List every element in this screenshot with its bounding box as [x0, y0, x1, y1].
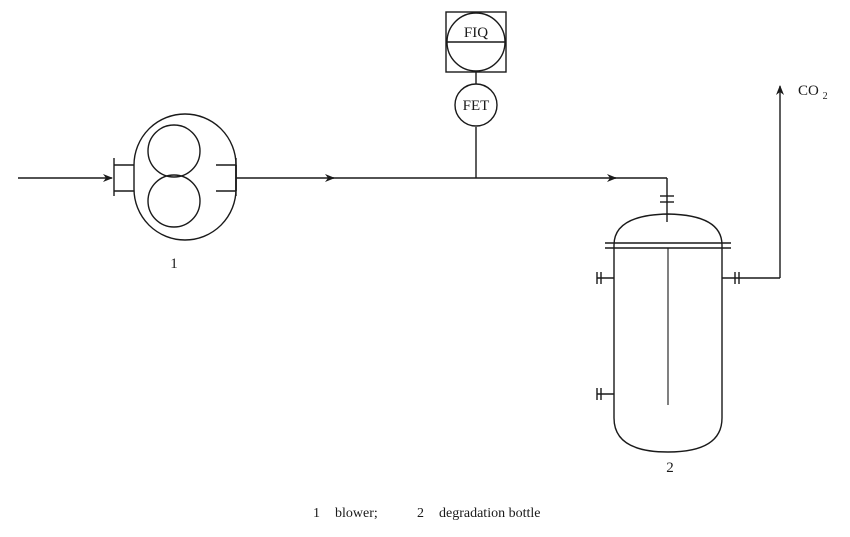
- caption-text-2: degradation bottle: [439, 506, 540, 521]
- caption-number-2: 2: [417, 506, 424, 521]
- bottle-vessel-outline: [613, 213, 723, 453]
- caption-number-1: 1: [313, 506, 320, 521]
- blower-rotor-lower: [147, 174, 201, 228]
- blower-number: 1: [170, 256, 178, 272]
- co2-outlet-label: CO 2: [798, 83, 828, 102]
- flow-instrumentation: FET FIQ: [445, 11, 507, 178]
- blower-outlet-flange: [216, 158, 237, 196]
- bottle-side-nozzle-upper: [596, 272, 614, 284]
- bottle-side-nozzle-lower: [596, 388, 614, 400]
- blower: 1: [113, 113, 237, 272]
- blower-rotor-upper: [147, 124, 201, 178]
- figure-caption: 1 blower; 2 degradation bottle: [313, 506, 540, 521]
- fiq-instrument-label: FIQ: [464, 25, 488, 41]
- blower-inlet-flange: [113, 158, 134, 196]
- co2-label-subscript: 2: [823, 91, 828, 102]
- svg-text:CO 2: CO 2: [798, 83, 828, 102]
- bottle-outlet-nozzle: [722, 272, 740, 284]
- degradation-bottle: 2: [596, 213, 740, 476]
- bottle-number: 2: [666, 460, 674, 476]
- bottle-inlet-flange: [660, 195, 674, 203]
- caption-text-1: blower;: [335, 506, 378, 521]
- fet-instrument-label: FET: [463, 98, 490, 114]
- fiq-display-box: [445, 11, 507, 73]
- co2-label-main: CO: [798, 83, 819, 99]
